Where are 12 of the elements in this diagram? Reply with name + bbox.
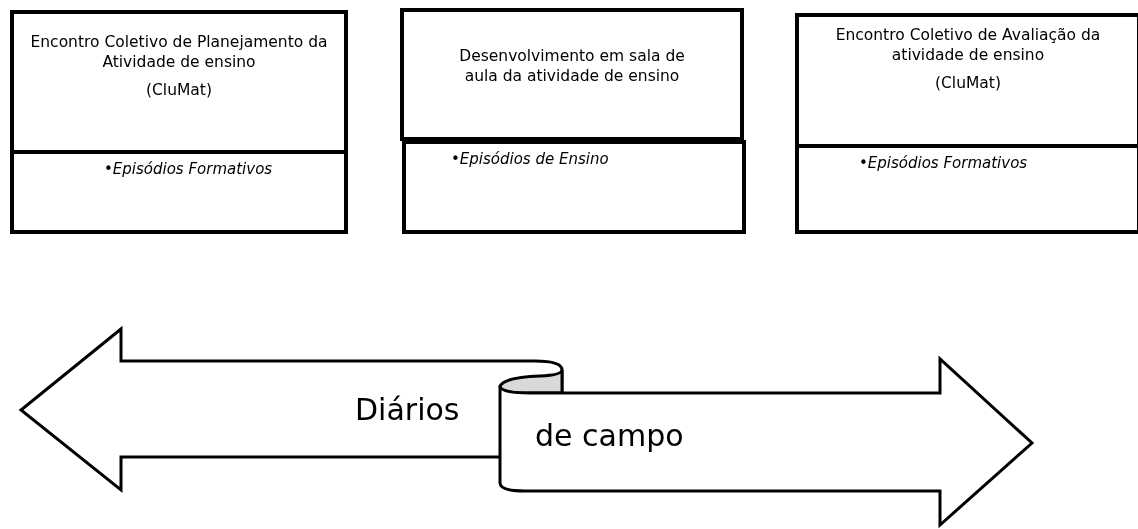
episode-item: •Episódios de Ensino — [451, 150, 609, 168]
activity-title: Encontro Coletivo de Avaliação da atividade de ensino — [834, 25, 1102, 66]
group-name: (CluMat) — [934, 73, 1002, 94]
group-name: (CluMat) — [145, 80, 213, 101]
activity-title: Desenvolvimento em sala de aula da atividade de ensino — [458, 46, 686, 87]
activity-box — [400, 8, 744, 141]
activity-title: Encontro Coletivo de Planejamento da Atividade de ensino — [29, 32, 329, 73]
banner-text: Diários — [355, 392, 460, 427]
episode-box — [402, 140, 746, 234]
episode-item: •Episódios Formativos — [859, 154, 1028, 172]
banner-text: de campo — [535, 418, 684, 453]
episode-item: •Episódios Formativos — [104, 160, 273, 178]
